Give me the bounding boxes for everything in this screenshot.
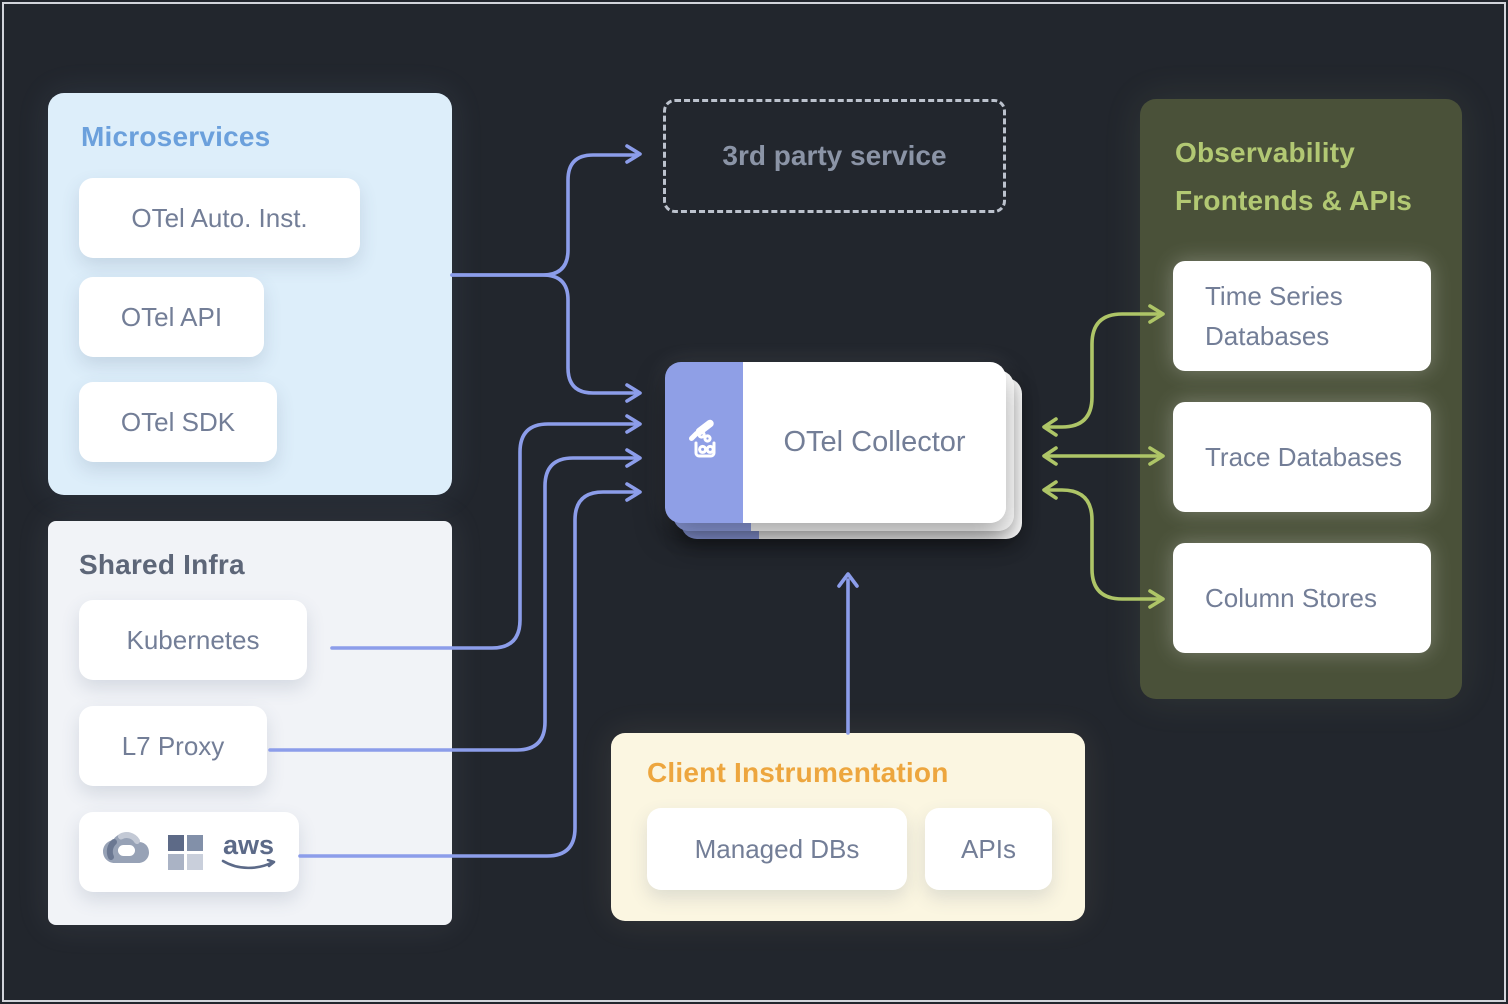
microsoft-icon: [167, 834, 203, 870]
panel-microservices: Microservices OTel Auto. Inst. OTel API …: [48, 93, 452, 495]
otel-collector-icon: [681, 417, 727, 468]
panel-observability: Observability Frontends & APIs Time Seri…: [1140, 99, 1462, 699]
collector-label: OTel Collector: [743, 362, 1006, 523]
card-label: Column Stores: [1205, 583, 1377, 613]
aws-text: aws: [222, 830, 275, 860]
shared-infra-title: Shared Infra: [79, 549, 245, 580]
card-label: Time Series Databases: [1205, 281, 1343, 351]
card-otel-auto-inst: OTel Auto. Inst.: [79, 178, 360, 258]
card-trace-databases: Trace Databases: [1173, 402, 1431, 512]
observability-title: Observability Frontends & APIs: [1175, 129, 1412, 225]
google-cloud-icon: [101, 830, 151, 875]
aws-icon: aws: [220, 832, 278, 872]
panel-shared-infra: Shared Infra Kubernetes L7 Proxy aws: [48, 521, 452, 925]
card-label: Kubernetes: [126, 624, 260, 655]
arrow-client-to-collector: [837, 572, 859, 735]
microservices-title: Microservices: [81, 121, 271, 152]
card-label: L7 Proxy: [121, 730, 225, 761]
card-managed-dbs: Managed DBs: [647, 808, 907, 890]
card-otel-sdk: OTel SDK: [79, 382, 277, 462]
card-kubernetes: Kubernetes: [79, 600, 307, 680]
card-label: Trace Databases: [1205, 442, 1403, 472]
card-time-series-databases: Time Series Databases: [1173, 261, 1431, 371]
observability-title-line1: Observability: [1175, 137, 1356, 168]
arrow-microservices-branch: [450, 144, 642, 403]
client-instrumentation-title: Client Instrumentation: [647, 757, 949, 788]
card-label: OTel Auto. Inst.: [131, 202, 308, 233]
card-column-stores: Column Stores: [1173, 543, 1431, 653]
aws-smile-icon: [221, 859, 275, 870]
card-label: APIs: [961, 833, 1016, 864]
card-label: OTel SDK: [120, 406, 236, 437]
card-apis: APIs: [925, 808, 1052, 890]
card-cloud-providers: aws: [79, 812, 299, 892]
otel-collector: OTel Collector: [665, 362, 1022, 539]
observability-title-line2: Frontends & APIs: [1175, 185, 1413, 216]
card-label: Managed DBs: [694, 833, 860, 864]
third-party-service-box: 3rd party service: [663, 99, 1006, 213]
collector-accent-band: [665, 362, 743, 523]
panel-client-instrumentation: Client Instrumentation Managed DBs APIs: [611, 733, 1085, 921]
third-party-label: 3rd party service: [722, 140, 947, 171]
card-l7-proxy: L7 Proxy: [79, 706, 267, 786]
card-otel-api: OTel API: [79, 277, 264, 357]
card-label: OTel API: [120, 301, 223, 332]
collector-card: OTel Collector: [665, 362, 1006, 523]
